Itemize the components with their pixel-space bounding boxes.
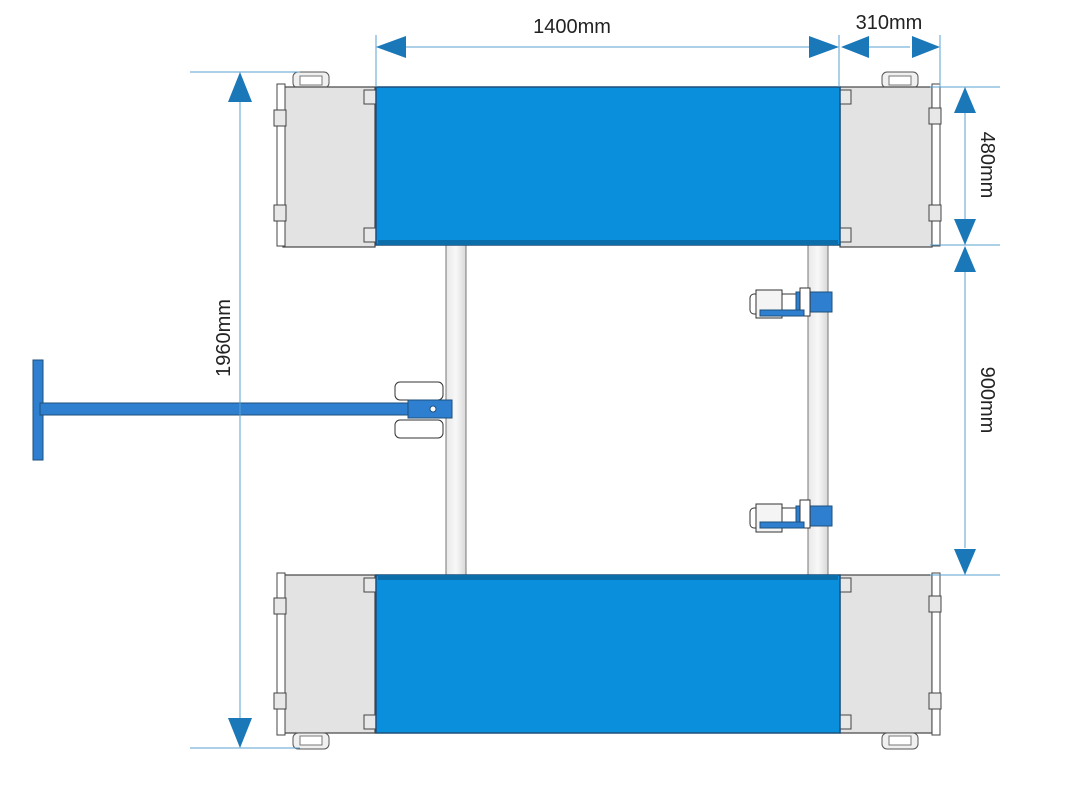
bottom-right-end-plate — [838, 572, 942, 750]
tow-handle — [32, 359, 453, 461]
platform-width-label: 480mm — [976, 132, 998, 199]
clamp-lower — [749, 499, 833, 533]
dimension-arrows — [228, 36, 976, 748]
clamp-upper — [749, 287, 833, 319]
bottom-platform-assembly — [273, 572, 942, 750]
top-right-end-plate — [838, 71, 942, 248]
dimension-lines — [190, 35, 1000, 749]
top-left-end-plate — [273, 71, 377, 248]
platform-length-label: 1400mm — [533, 16, 611, 38]
bottom-blue-platform — [375, 574, 841, 734]
end-plate-length-label: 310mm — [856, 12, 923, 34]
top-platform-assembly — [273, 71, 942, 248]
top-blue-platform — [375, 86, 841, 246]
center-frame — [445, 244, 829, 576]
inner-gap-label: 900mm — [976, 367, 998, 434]
overall-width-label: 1960mm — [213, 299, 235, 377]
bottom-left-end-plate — [273, 572, 377, 750]
